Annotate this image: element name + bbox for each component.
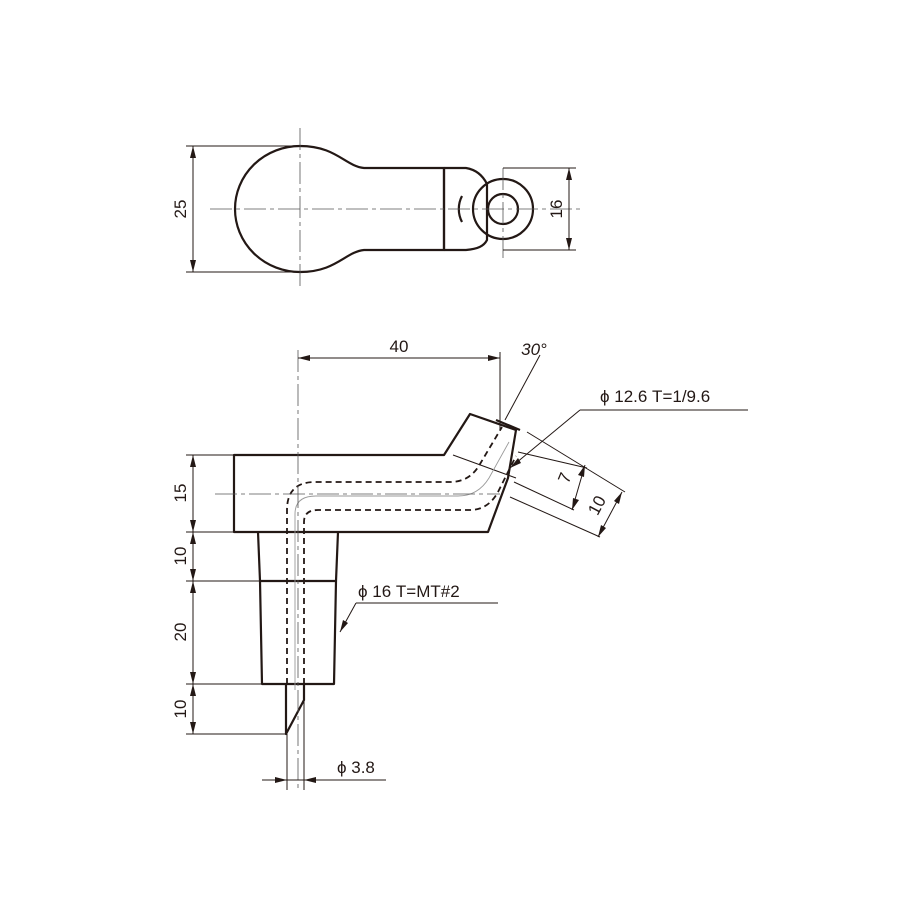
dim30-angle-line xyxy=(504,354,541,421)
vdim10l-arrow-bottom xyxy=(190,722,196,734)
vdim15-label: 15 xyxy=(171,484,190,503)
side-view-bore-hidden-inner xyxy=(303,455,517,684)
vdim10u-arrow-top xyxy=(190,532,196,544)
top-view-tip-head xyxy=(444,166,489,252)
dim-pin-arrow-left xyxy=(275,777,287,783)
dim25-arrow-bottom xyxy=(190,260,196,272)
dim-tip-ext-d xyxy=(526,431,626,493)
top-view-body-outline xyxy=(233,144,446,274)
dim-shank-label: ϕ 16 T=MT#2 xyxy=(358,582,460,601)
dim10-tip-label: 10 xyxy=(584,493,610,519)
vdim20-arrow-bottom xyxy=(190,672,196,684)
side-view-pin-outline xyxy=(284,684,306,736)
dim16-arrow-bottom xyxy=(566,238,572,250)
top-view: 25 16 xyxy=(171,128,580,290)
dim40-arrow-left xyxy=(298,355,310,361)
dim30-label: 30° xyxy=(521,340,547,359)
dim-tip-ext-a xyxy=(517,451,588,469)
dim-tip-bore-leader-diagonal xyxy=(509,409,581,469)
vdim15-arrow-top xyxy=(190,455,196,467)
dim10-tip-arrow-b xyxy=(598,525,606,537)
dim16-arrow-top xyxy=(566,168,572,180)
dim40-label: 40 xyxy=(390,337,409,356)
dim40-arrow-right xyxy=(488,355,500,361)
vdim10-upper-label: 10 xyxy=(171,547,190,566)
dim-pin-label: ϕ 3.8 xyxy=(337,758,375,777)
side-view-bore-hidden-outer xyxy=(286,426,503,684)
vdim10-lower-label: 10 xyxy=(171,700,190,719)
dim-pin-arrow-right xyxy=(304,777,316,783)
dim-tip-bore-arrow xyxy=(510,458,521,468)
side-view-arm-outline xyxy=(232,412,518,534)
dim25-label: 25 xyxy=(171,200,190,219)
side-view-nozzle-step xyxy=(452,454,517,479)
dim25-arrow-top xyxy=(190,146,196,158)
dim7-arrow-b xyxy=(572,498,579,510)
vdim10l-arrow-top xyxy=(190,684,196,696)
dim-shank-arrow xyxy=(340,620,348,632)
dim-tip-bore-label: ϕ 12.6 T=1/9.6 xyxy=(600,387,710,406)
vdim20-arrow-top xyxy=(190,581,196,593)
vdim20-label: 20 xyxy=(171,623,190,642)
dim16-label: 16 xyxy=(547,200,566,219)
dim7-arrow-a xyxy=(578,465,585,477)
dim7-label: 7 xyxy=(554,470,575,486)
side-view-bore-center xyxy=(294,441,510,690)
dim-tip-ext-c xyxy=(509,496,601,538)
dim-tip-ext-b xyxy=(513,481,575,511)
side-view: 40 30° ϕ 12.6 T=1/9.6 7 10 xyxy=(171,337,748,790)
vdim15-arrow-bottom xyxy=(190,520,196,532)
dim10-tip-arrow-a xyxy=(614,492,622,504)
vdim10u-arrow-bottom xyxy=(190,569,196,581)
